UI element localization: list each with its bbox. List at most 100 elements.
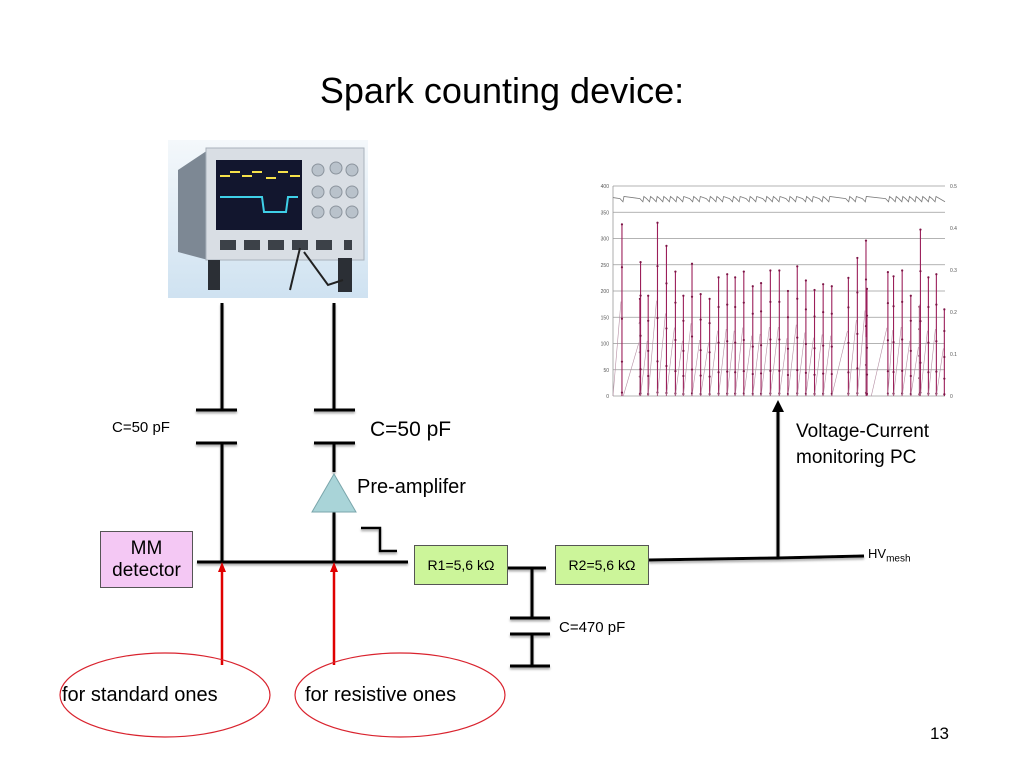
- y2-tick-label: 0.1: [950, 352, 957, 358]
- left-capacitor-label: C=50 pF: [112, 419, 170, 436]
- current-point: [865, 392, 869, 395]
- current-point: [778, 300, 781, 303]
- current-point: [656, 360, 659, 363]
- current-point: [639, 334, 642, 337]
- current-ramp: [640, 340, 648, 397]
- current-point: [909, 374, 912, 378]
- current-point: [919, 320, 922, 323]
- current-point: [647, 374, 650, 378]
- chart-right-axis-labels: 00.10.20.30.40.5: [950, 184, 957, 400]
- current-point: [804, 371, 807, 374]
- current-point: [699, 293, 702, 296]
- current-point: [901, 300, 904, 303]
- current-point: [690, 262, 694, 265]
- current-ramp: [893, 326, 902, 397]
- current-point: [620, 223, 624, 226]
- current-point: [734, 341, 737, 344]
- current-point: [751, 312, 754, 315]
- current-ramp: [743, 335, 753, 397]
- current-point: [717, 371, 720, 374]
- current-point: [919, 228, 922, 231]
- current-point: [927, 371, 930, 374]
- current-ramp: [822, 335, 832, 397]
- current-point: [943, 308, 946, 311]
- current-point: [690, 295, 694, 298]
- scope-side-panel: [178, 150, 208, 260]
- current-point: [674, 338, 677, 342]
- current-point: [751, 372, 754, 376]
- current-ramp: [928, 328, 936, 397]
- current-point: [822, 283, 825, 286]
- current-ramp: [700, 342, 709, 397]
- y-tick-label: 400: [601, 184, 610, 190]
- y2-tick-label: 0.2: [950, 310, 957, 316]
- current-ramp: [910, 346, 919, 397]
- current-point: [796, 297, 799, 300]
- y-tick-label: 150: [601, 315, 610, 321]
- r1-label: R1=5,6 kΩ: [427, 557, 495, 573]
- current-point: [769, 338, 772, 341]
- current-point: [759, 372, 763, 375]
- current-point: [927, 305, 930, 309]
- y-tick-label: 200: [601, 289, 610, 295]
- current-point: [639, 294, 642, 297]
- current-ramp: [752, 333, 761, 397]
- current-ramp: [787, 324, 797, 397]
- current-ramp: [612, 301, 622, 397]
- current-point: [620, 317, 624, 320]
- y2-tick-label: 0.4: [950, 226, 957, 232]
- current-point: [726, 370, 729, 373]
- current-point: [892, 305, 895, 308]
- current-point: [864, 239, 868, 242]
- current-point: [726, 303, 729, 306]
- current-point: [856, 367, 859, 370]
- current-point: [726, 340, 729, 343]
- current-point: [901, 269, 904, 272]
- bottom-capacitor-label: C=470 pF: [559, 619, 626, 636]
- current-point: [751, 345, 754, 348]
- current-point: [804, 308, 807, 311]
- current-point: [717, 341, 720, 344]
- current-ramp: [666, 327, 675, 397]
- current-point: [865, 287, 869, 290]
- current-point: [892, 275, 895, 278]
- standard-ellipse: [59, 652, 271, 738]
- current-series: [612, 221, 946, 397]
- current-ramp: [726, 330, 735, 397]
- current-ramp: [831, 330, 848, 397]
- current-point: [734, 371, 737, 374]
- current-point: [682, 319, 685, 322]
- current-point: [726, 273, 729, 276]
- current-point: [778, 369, 781, 373]
- current-ramp: [675, 340, 683, 397]
- current-point: [847, 341, 850, 344]
- r2-label: R2=5,6 kΩ: [568, 557, 636, 573]
- detector-label-line1: MM: [130, 537, 163, 559]
- hv-mesh-label: HVmesh: [868, 546, 911, 565]
- current-point: [699, 318, 702, 321]
- y-tick-label: 250: [601, 263, 610, 269]
- current-ramp: [936, 348, 944, 397]
- current-point: [901, 369, 904, 373]
- current-point: [717, 276, 720, 279]
- current-point: [742, 301, 745, 304]
- current-point: [830, 312, 833, 315]
- hv-label-main: HV: [868, 546, 887, 561]
- current-point: [717, 305, 720, 309]
- current-point: [786, 373, 790, 377]
- current-ramp: [623, 342, 640, 397]
- monitor-arrow-head: [772, 400, 784, 412]
- hv-line: [648, 554, 865, 562]
- monitor-label-line2: monitoring PC: [796, 447, 917, 468]
- current-point: [620, 266, 624, 269]
- current-point: [822, 311, 825, 314]
- current-point: [919, 270, 922, 273]
- current-ramp: [779, 338, 788, 397]
- voltage-series: [612, 195, 946, 203]
- current-ramp: [871, 327, 888, 397]
- current-point: [892, 370, 895, 374]
- current-point: [682, 374, 685, 378]
